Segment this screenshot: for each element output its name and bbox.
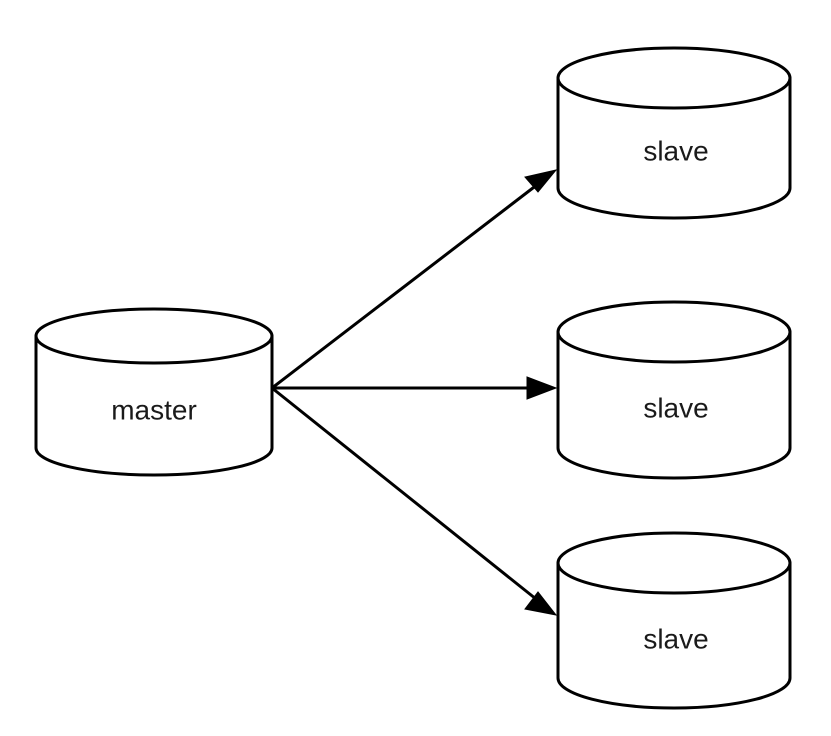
arrowhead-master-to-slave-middle: [526, 376, 558, 400]
edge-group: [271, 169, 558, 616]
node-slave-top[interactable]: slave: [556, 46, 792, 220]
node-slave-middle[interactable]: slave: [556, 300, 792, 480]
slave-middle-cylinder-top: [556, 300, 792, 364]
edge-master-to-slave-bottom[interactable]: [271, 386, 558, 616]
master-cylinder-body: [34, 334, 274, 477]
slave-bottom-label: slave: [643, 623, 708, 654]
master-label: master: [111, 394, 197, 425]
slave-top-cylinder-top: [556, 46, 792, 110]
slave-middle-cylinder-body: [556, 330, 792, 480]
slave-top-cylinder-body: [556, 76, 792, 220]
arrowhead-master-to-slave-top: [524, 169, 558, 193]
master-cylinder-top: [34, 307, 274, 365]
edge-master-to-slave-top[interactable]: [271, 169, 558, 390]
edge-line-master-to-slave-top: [271, 179, 543, 390]
edge-line-master-to-slave-bottom: [271, 386, 542, 605]
node-slave-bottom[interactable]: slave: [556, 531, 792, 710]
node-master[interactable]: master: [34, 307, 274, 477]
slave-bottom-cylinder-body: [556, 561, 792, 710]
edge-master-to-slave-middle[interactable]: [272, 376, 558, 400]
arrowhead-master-to-slave-bottom: [524, 591, 558, 616]
slave-top-label: slave: [643, 135, 708, 166]
slave-bottom-cylinder-top: [556, 531, 792, 595]
slave-middle-label: slave: [643, 392, 708, 423]
